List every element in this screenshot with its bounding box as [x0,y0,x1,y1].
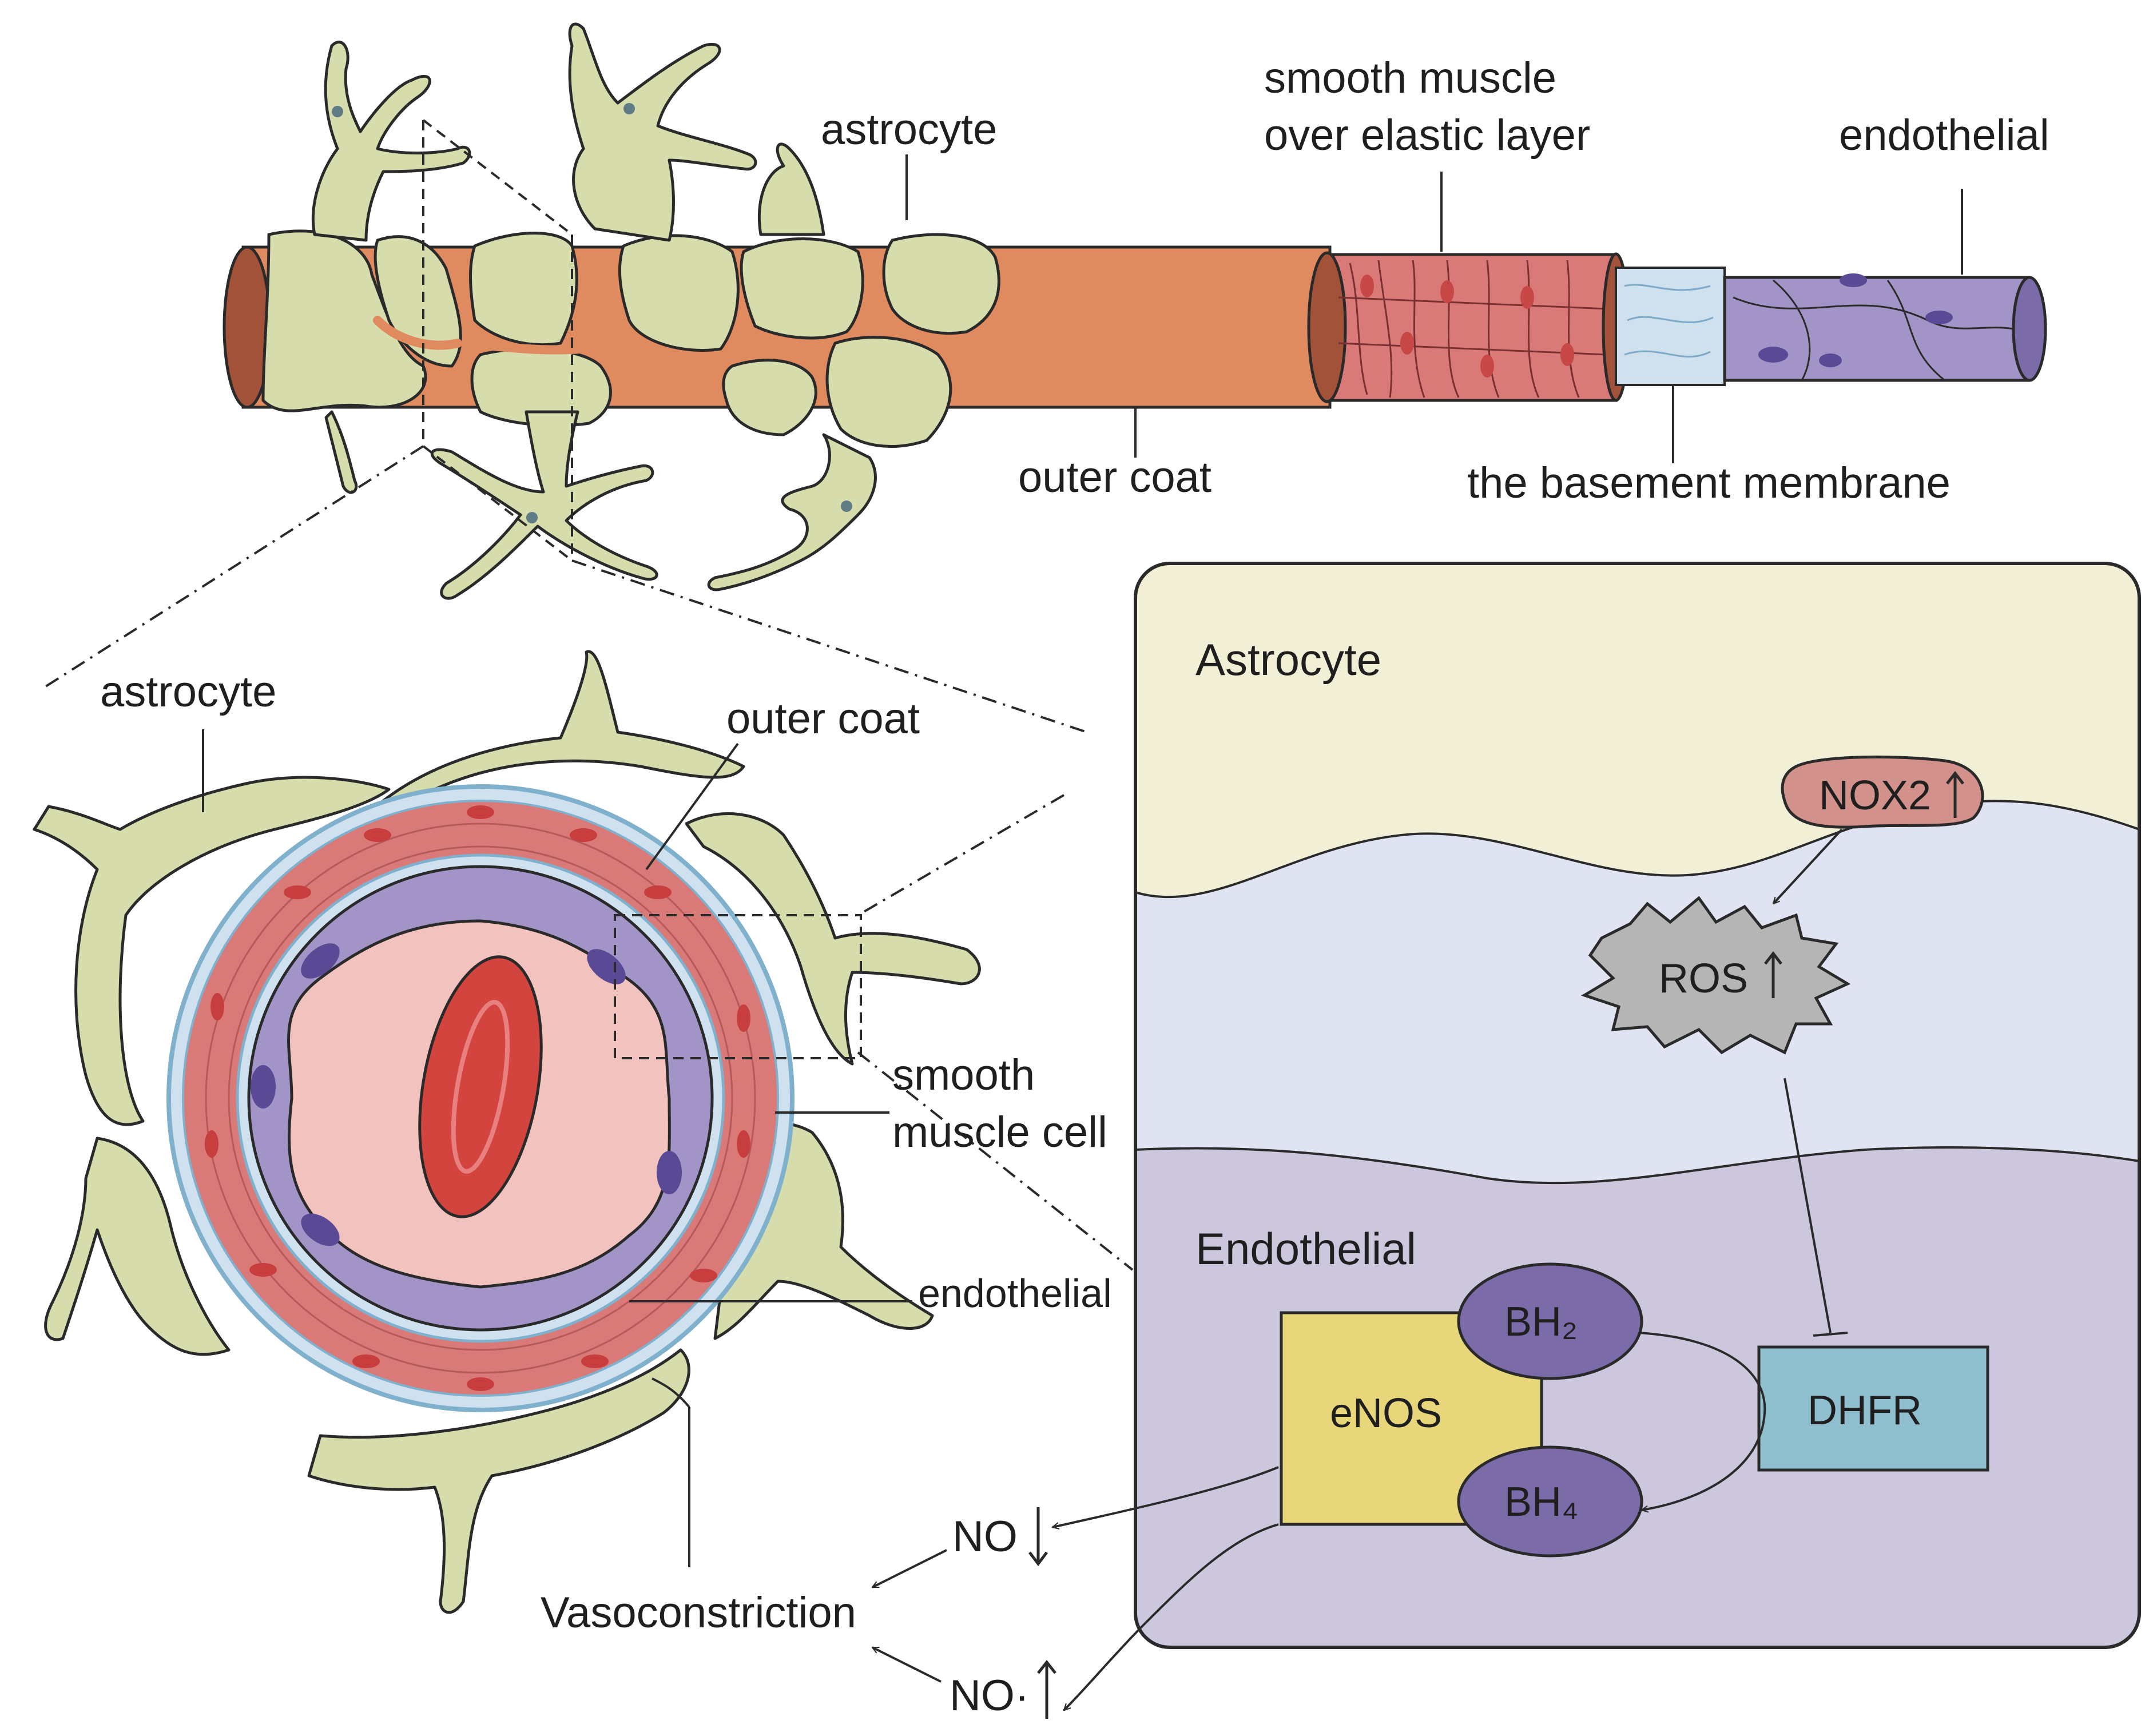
vessel-longitudinal [223,245,2047,409]
arrow-nox2-to-ros [1773,828,1843,904]
no-down-arrow [1028,1507,1048,1567]
vessel-cross-section [33,650,981,1614]
connector-lines [45,445,1134,1271]
smooth-muscle-texture [1338,260,1608,398]
endothelial-segment [1723,276,2029,382]
nox2-up-arrow [1946,770,1964,818]
label-vasoconstriction: Vasoconstriction [541,1588,856,1637]
ros-up-arrow [1764,951,1782,998]
ros-node [1581,896,1851,1055]
ros-label: ROS [1659,956,1748,1002]
label-cs-smooth-2: muscle cell [892,1108,1107,1157]
red-blood-cell-center [451,1000,510,1174]
vessel-end-right [2012,276,2047,382]
arrow-enos-no-down [1052,1466,1279,1527]
bh2-label: BH₂ [1504,1299,1578,1345]
inhibit-bar [1813,1332,1848,1337]
label-no-up: NO· [950,1671,1029,1720]
bh2-node [1457,1262,1643,1380]
label-top-smooth-muscle-2: over elastic layer [1264,111,1590,160]
no-up-arrow [1037,1659,1056,1719]
arrow-no-up-vaso [872,1646,942,1683]
cs-labels: astrocyte outer coat smooth muscle cell … [100,668,1112,1567]
arrow-bh2-dhfr-bh4 [1638,1332,1766,1510]
label-cs-outer-coat: outer coat [726,694,920,743]
label-top-basement-membrane: the basement membrane [1467,459,1951,507]
cs-smooth-muscle-fibers [205,823,756,1374]
basement-membrane-fibers [1624,284,1714,357]
cs-smooth-muscle-nuclei [205,805,750,1391]
zoom-box-top [422,119,573,562]
label-cs-endothelial: endothelial [918,1271,1112,1316]
nox2-node [1781,755,1984,829]
enos-label: eNOS [1330,1391,1442,1436]
label-top-astrocyte: astrocyte [821,105,997,154]
red-blood-cell [418,955,543,1218]
bh4-label: BH₄ [1504,1479,1578,1525]
cs-astrocyte-bottom [307,1348,690,1614]
no-outcomes: NO Vasoconstriction NO· [541,1466,1279,1720]
pathway-panel: Astrocyte Endothelial NOX2 ROS eNOS BH₂ … [1134,562,2141,1649]
label-no-down: NO [952,1512,1018,1561]
endothelial-nuclei [1758,273,1953,367]
label-top-outer-coat: outer coat [1018,453,1211,502]
dhfr-label: DHFR [1808,1388,1922,1433]
label-cs-smooth-1: smooth [892,1051,1035,1099]
dhfr-node [1757,1345,1989,1472]
cs-astrocyte-left [33,776,391,1126]
label-top-endothelial: endothelial [1839,111,2049,160]
arrow-enos-no-up [1064,1523,1279,1710]
panel-frame [1134,562,2141,1649]
label-cs-astrocyte: astrocyte [100,668,276,716]
zoom-box-cross-section [614,914,862,1059]
panel-title-endothelial: Endothelial [1195,1223,1416,1274]
cs-astrocyte-top [382,650,745,803]
endothelial-borders [1733,279,2025,382]
cs-endothelial-nuclei [251,943,682,1246]
astrocytes-top [261,22,1000,600]
panel-title-astrocyte: Astrocyte [1195,634,1381,685]
label-top-smooth-muscle-1: smooth muscle [1264,54,1556,102]
smooth-muscle-cut [1307,251,1347,403]
astrocyte-nucleus [332,106,343,117]
astrocyte-endfeet [261,229,427,412]
arrow-no-down-vaso [872,1549,947,1588]
inhibit-ros-dhfr [1783,1078,1832,1333]
smooth-muscle-nuclei [1360,275,1574,378]
nox2-label: NOX2 [1819,773,1931,819]
bh4-node [1457,1445,1643,1558]
cs-astrocyte-right-top [685,812,981,1066]
cs-astrocyte-left-bottom [44,1137,231,1356]
top-labels: astrocyte smooth muscle over elastic lay… [821,54,2049,507]
